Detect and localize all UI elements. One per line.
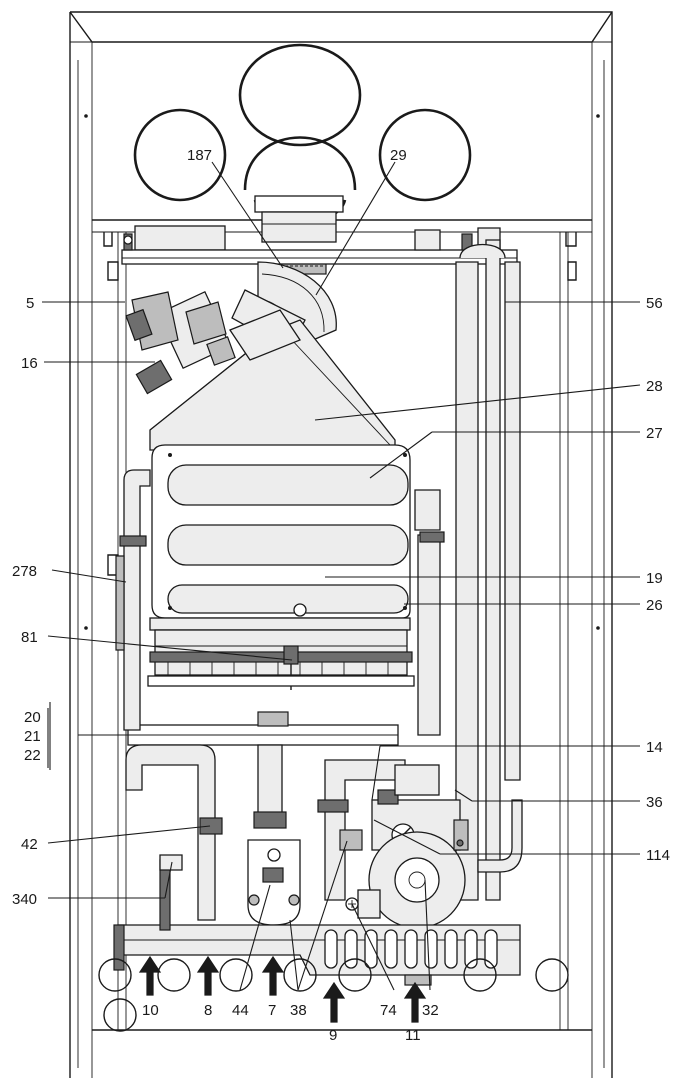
label-114: 114	[646, 847, 670, 864]
top-bracket	[121, 225, 518, 265]
base-plate	[127, 711, 399, 746]
label-8: 8	[204, 1002, 212, 1019]
leader-lines	[42, 161, 641, 991]
callout-labels: 187 29 5 56 16 28 27 278 19 26 81 20 21 …	[12, 147, 670, 1044]
label-10: 10	[142, 1002, 159, 1019]
label-340: 340	[12, 891, 37, 908]
right-pipes	[414, 239, 523, 901]
label-278: 278	[12, 563, 37, 580]
label-21: 21	[24, 728, 41, 745]
label-11: 11	[405, 1027, 421, 1044]
heat-exchanger	[151, 444, 411, 619]
label-14: 14	[646, 739, 663, 756]
label-27: 27	[646, 425, 663, 442]
label-20: 20	[24, 709, 41, 726]
label-7: 7	[268, 1002, 276, 1019]
boiler-casing	[69, 11, 613, 1078]
label-19: 19	[646, 570, 663, 587]
label-5: 5	[26, 295, 34, 312]
label-38: 38	[290, 1002, 307, 1019]
label-16: 16	[21, 355, 38, 372]
label-29: 29	[390, 147, 407, 164]
fan-assembly	[125, 261, 337, 395]
label-56: 56	[646, 295, 663, 312]
bottom-manifold	[113, 854, 521, 986]
label-32: 32	[422, 1002, 439, 1019]
connection-holes	[98, 958, 569, 1032]
label-44: 44	[232, 1002, 249, 1019]
label-74: 74	[380, 1002, 397, 1019]
gas-valve	[247, 744, 301, 926]
label-22: 22	[24, 747, 41, 764]
label-9: 9	[329, 1027, 337, 1044]
burner-assembly	[147, 617, 415, 690]
label-81: 81	[21, 629, 38, 646]
label-26: 26	[646, 597, 663, 614]
label-28: 28	[646, 378, 663, 395]
left-flow-pipe	[115, 469, 223, 921]
pump-assembly	[317, 759, 469, 929]
label-187: 187	[187, 147, 212, 164]
label-42: 42	[21, 836, 38, 853]
label-36: 36	[646, 794, 663, 811]
flow-arrows	[138, 955, 427, 1023]
